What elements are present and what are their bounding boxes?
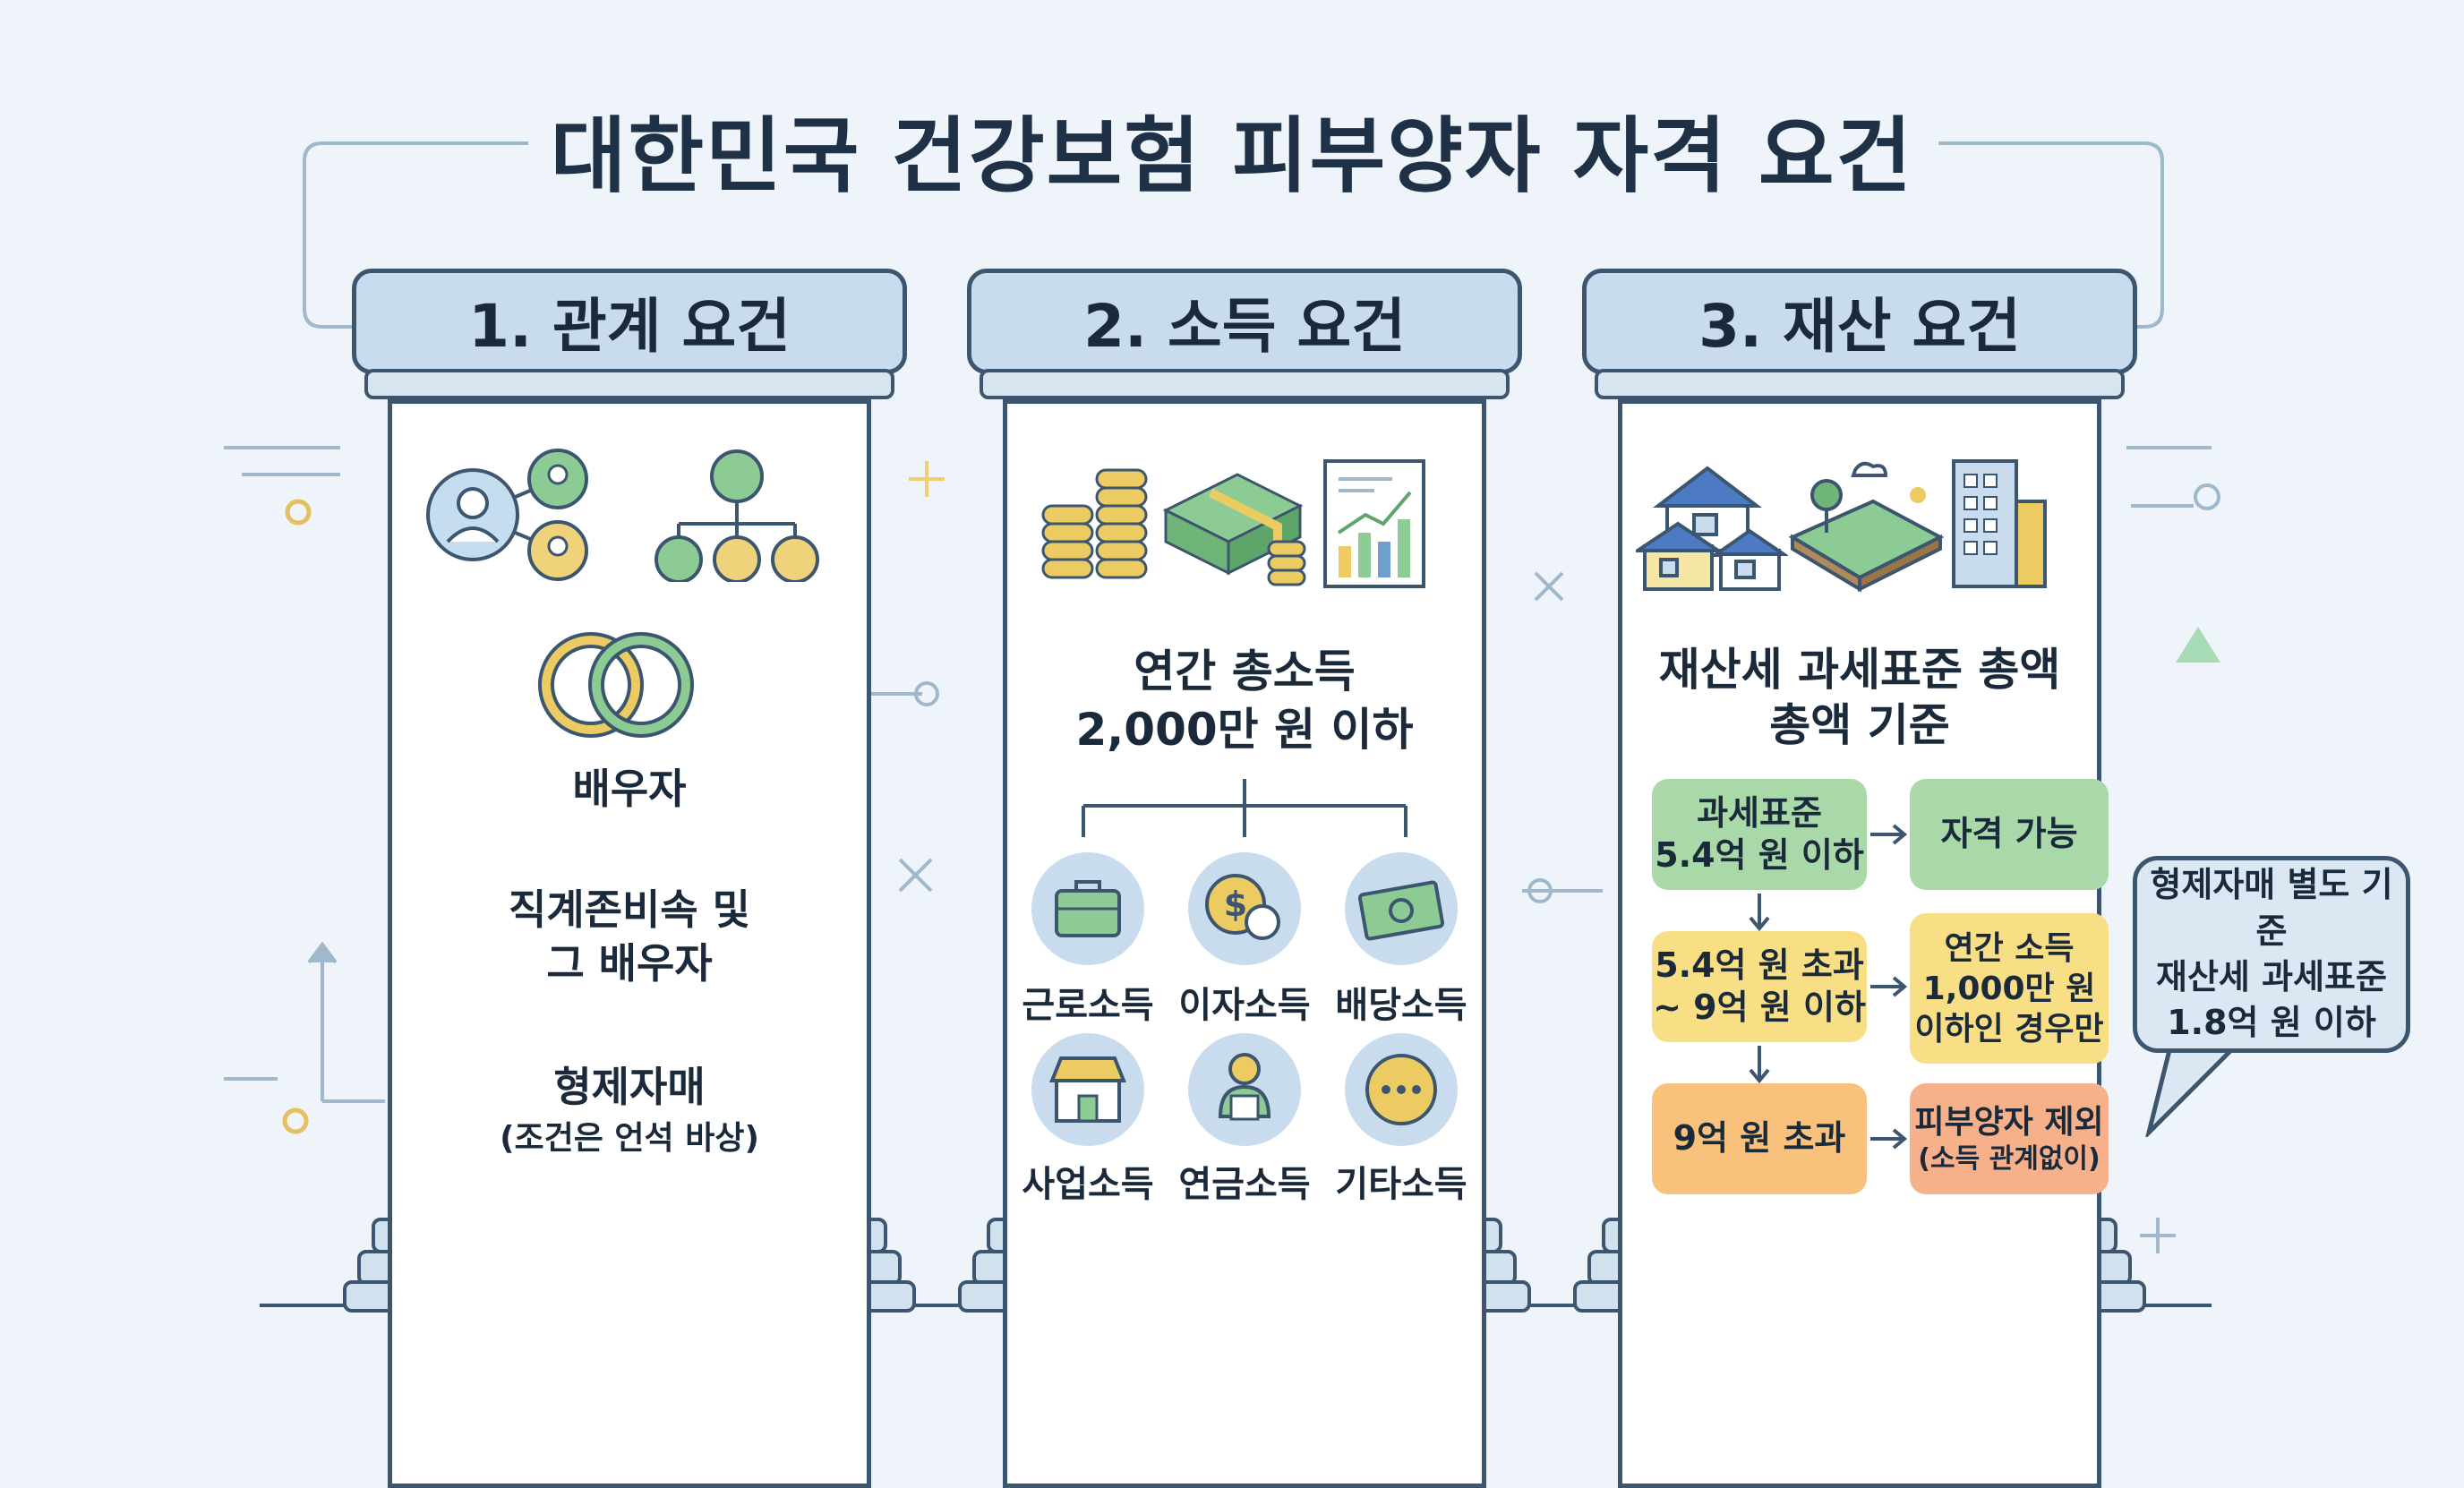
income-type-label: 배당소득 [1335,985,1467,1026]
property-summary-line1: 재산세 과세표준 총액 [1658,644,2061,696]
tier3-result-line1: 피부양자 제외 [1914,1103,2104,1141]
banknote-icon [1345,852,1458,965]
pillar-relationship: 1. 관계 요건 배우자 직계존비속 및 그 배우자 형제자매 (조건은 언석 … [343,269,916,1488]
briefcase-icon [1031,852,1144,965]
income-type-label: 근로소득 [1022,985,1154,1026]
pillar-income: 2. 소득 요건 연간 총소득 2,000만 원 이하 [958,269,1531,1488]
tier3-result: 피부양자 제외 (소득 관계없이) [1910,1083,2109,1194]
land-plot-icon [1788,461,1945,593]
income-type-label: 기타소득 [1335,1164,1467,1205]
sibling-property-callout: 형제자매 별도 기준 재산세 과세표준 1.8억 원 이하 [2133,856,2410,1053]
org-chart-icon [654,449,819,582]
callout-line1: 형제자매 별도 기준 [2150,865,2393,951]
income-summary-line1: 연간 총소득 [1134,646,1356,697]
tier1-line2: 5.4억 원 이하 [1655,835,1864,875]
tier2-result-line3: 이하인 경우만 [1914,1010,2104,1048]
pillar-heading: 3. 재산 요건 [1582,269,2137,374]
relation-lineal-line1: 직계존비속 및 [509,885,750,934]
income-type-label: 이자소득 [1178,985,1311,1026]
coin-stacks-icon [1041,468,1148,579]
income-tree-connector [1082,779,1407,837]
tier1-condition: 과세표준 5.4억 원 이하 [1652,779,1867,890]
pensioner-icon [1188,1033,1301,1146]
tier2-line1: 5.4억 원 초과 [1655,945,1864,985]
pillar-cap-base [364,369,894,399]
pillar-cap-base [980,369,1510,399]
relation-siblings-note: (조건은 언석 바상) [500,1120,759,1157]
rings-icon [538,632,694,738]
income-summary-line2: 2,000만 원 이하 [1075,704,1414,756]
income-type-label: 연금소득 [1178,1164,1311,1205]
relation-siblings: 형제자매 [553,1063,706,1111]
page-title: 대한민국 건강보험 피부양자 자격 요건 [550,108,1914,204]
cash-bundle-icon [1162,473,1306,586]
callout-pointer [2145,1041,2240,1137]
houses-icon [1636,466,1788,591]
tier1-result-text: 자격 가능 [1940,814,2078,854]
income-type-label: 사업소득 [1022,1164,1154,1205]
tier3-result-line2: (소득 관계없이) [1918,1142,2100,1175]
more-icon [1345,1033,1458,1146]
people-network-icon [426,449,588,581]
tier2-line2: ~ 9억 원 이하 [1653,988,1866,1027]
tier1-line1: 과세표준 [1697,792,1822,833]
tier3-line1: 9억 원 초과 [1673,1118,1846,1159]
tier2-condition: 5.4억 원 초과 ~ 9억 원 이하 [1652,931,1867,1042]
flow-arrows [1749,824,1908,1150]
growth-chart-icon [1323,459,1425,588]
tier2-result-line2: 1,000만 원 [1922,970,2096,1007]
tier2-result: 연간 소득 1,000만 원 이하인 경우만 [1910,913,2109,1064]
callout-line3: 1.8억 원 이하 [2167,1003,2376,1043]
relation-lineal-line2: 그 배우자 [546,939,713,988]
tier3-condition: 9억 원 초과 [1652,1083,1867,1194]
pillar-heading: 1. 관계 요건 [352,269,907,374]
coin-dollar-icon: $ [1188,852,1301,965]
building-icon [1952,459,2047,588]
relation-spouse: 배우자 [572,765,687,813]
svg-text:$: $ [1224,885,1247,924]
storefront-icon [1031,1033,1144,1146]
property-summary-line2: 총액 기준 [1769,699,1950,751]
tier2-result-line1: 연간 소득 [1944,929,2075,967]
pillar-property: 3. 재산 요건 [1573,269,2146,1488]
callout-line2: 재산세 과세표준 [2156,957,2387,996]
pillar-heading: 2. 소득 요건 [967,269,1522,374]
tier1-result: 자격 가능 [1910,779,2109,890]
pillar-cap-base [1595,369,2125,399]
